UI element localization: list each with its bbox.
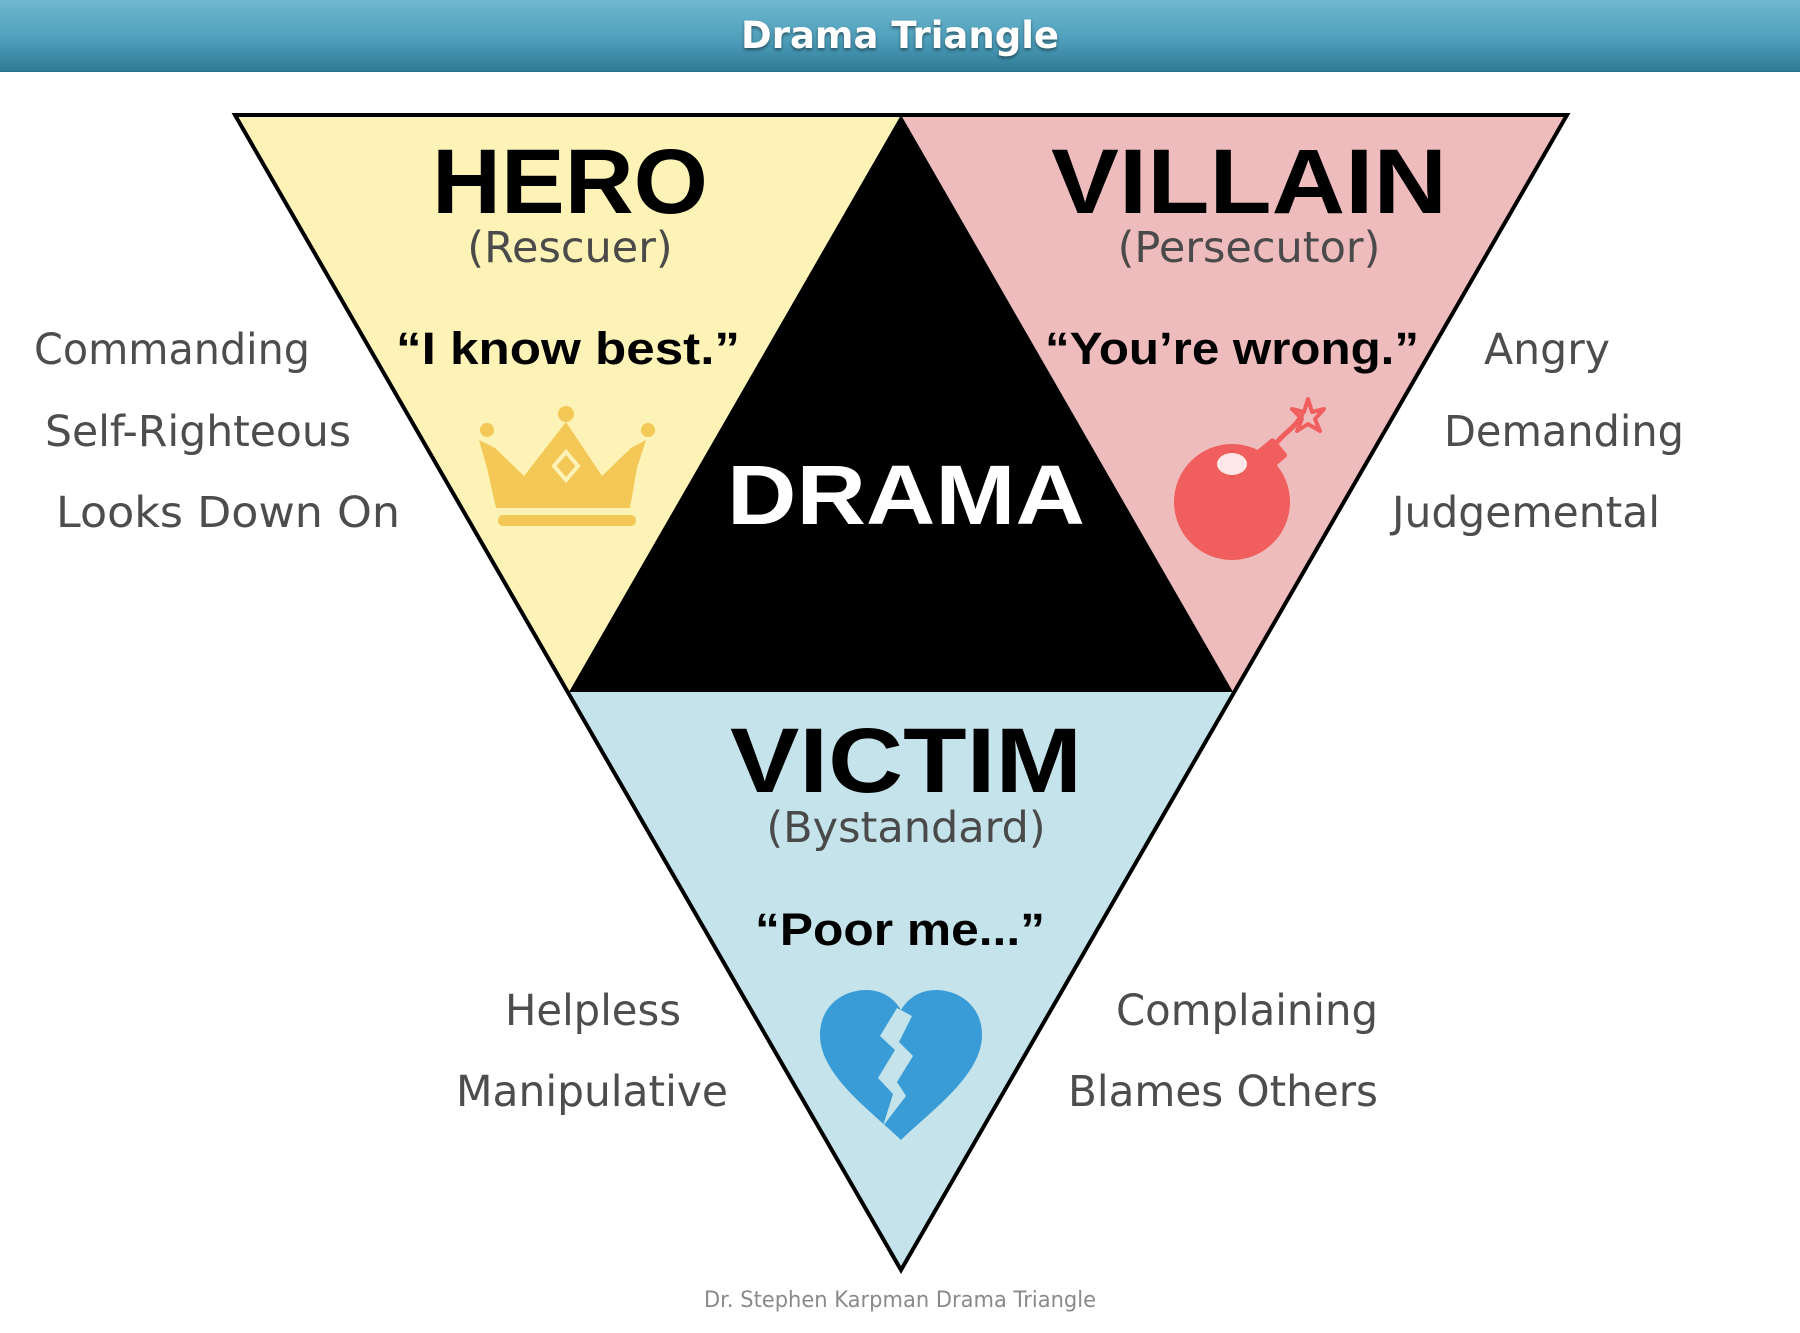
trait-angry: Angry [1484, 325, 1610, 375]
trait-commanding: Commanding [34, 325, 310, 375]
villain-title: VILLAIN [1051, 131, 1447, 233]
victim-subtitle: (Bystandard) [766, 803, 1045, 853]
broken-heart-icon [820, 990, 982, 1140]
trait-self-righteous: Self-Righteous [45, 407, 351, 457]
hero-title: HERO [432, 131, 708, 233]
trait-complaining: Complaining [1116, 986, 1378, 1036]
victim-title: VICTIM [730, 710, 1082, 812]
trait-looks-down-on: Looks Down On [56, 488, 400, 538]
villain-subtitle: (Persecutor) [1118, 223, 1381, 273]
hero-panel [235, 115, 901, 692]
page-title: Drama Triangle [740, 14, 1059, 57]
bomb-icon [1174, 397, 1326, 560]
trait-manipulative: Manipulative [456, 1067, 728, 1117]
footer-credit: Dr. Stephen Karpman Drama Triangle [704, 1288, 1096, 1313]
crown-icon [479, 406, 655, 526]
trait-blames-others: Blames Others [1068, 1067, 1378, 1117]
trait-judgemental: Judgemental [1389, 488, 1660, 538]
drama-label: DRAMA [727, 448, 1085, 542]
villain-panel [901, 115, 1567, 692]
trait-helpless: Helpless [505, 986, 681, 1036]
title-bar: Drama Triangle [0, 0, 1800, 72]
victim-panel [569, 692, 1233, 1270]
villain-quote: “You’re wrong.” [1045, 323, 1419, 374]
hero-quote: “I know best.” [396, 323, 740, 374]
triangle-outline [231, 113, 1571, 1275]
hero-subtitle: (Rescuer) [467, 223, 672, 273]
trait-demanding: Demanding [1444, 407, 1684, 457]
drama-center-panel [569, 115, 1233, 692]
victim-quote: “Poor me...” [755, 904, 1045, 955]
